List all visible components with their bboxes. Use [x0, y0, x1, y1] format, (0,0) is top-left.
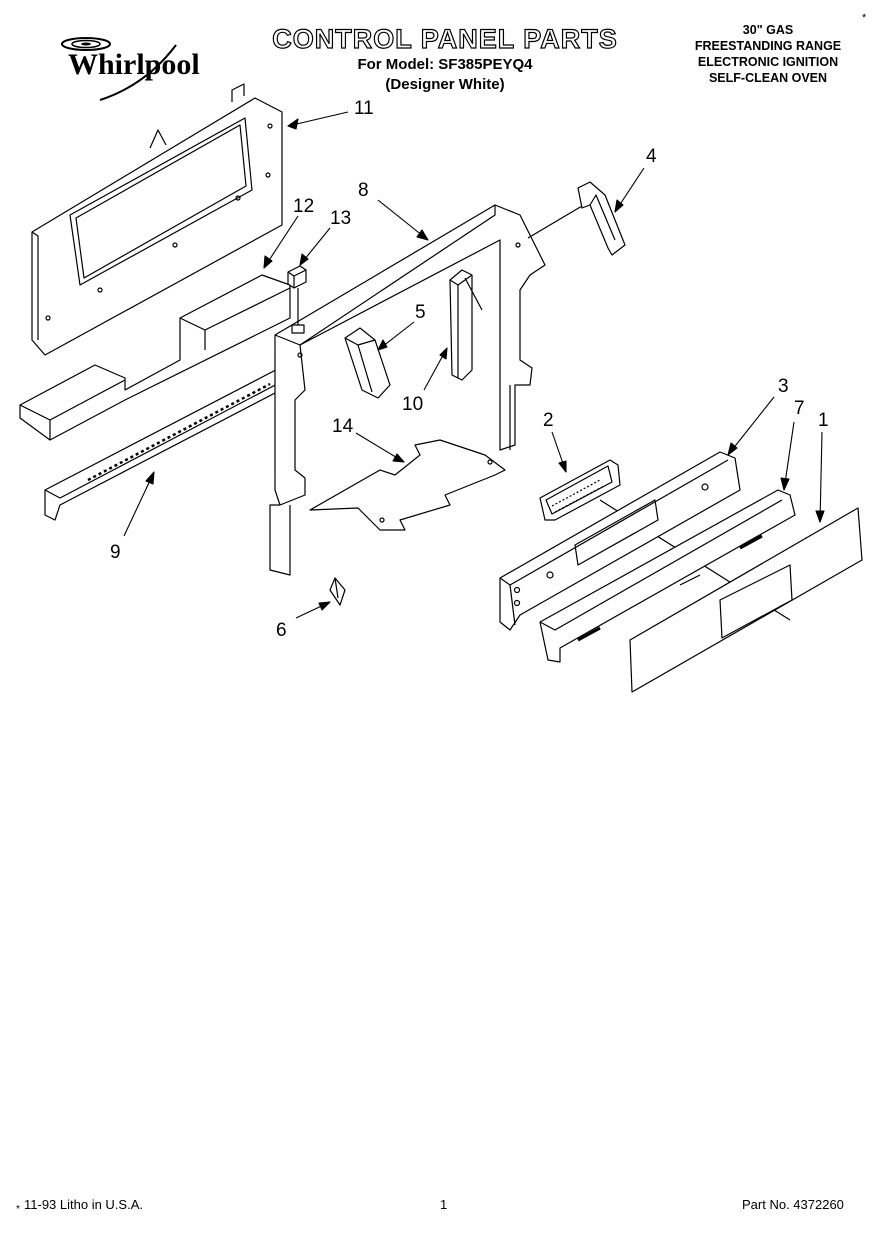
callout-3: 3 [778, 376, 789, 397]
callout-10: 10 [402, 394, 424, 415]
callout-6: 6 [276, 620, 287, 641]
part-number: Part No. 4372260 [742, 1197, 844, 1212]
callout-13: 13 [330, 208, 352, 229]
page-number: 1 [440, 1197, 448, 1212]
part-10-vertical-channel [450, 270, 482, 380]
litho-line: 11-93 Litho in U.S.A. [24, 1197, 143, 1212]
part-6-clip [330, 578, 345, 605]
callout-9: 9 [110, 542, 121, 563]
part-12-channel [20, 275, 290, 440]
callout-12: 12 [293, 196, 315, 217]
part-4-end-cap [528, 182, 625, 255]
part-8-back-frame [270, 205, 545, 575]
spec-line-2: FREESTANDING RANGE [694, 39, 842, 53]
logo-swirl-icon [61, 37, 177, 101]
whirlpool-logo: Whirlpool [56, 30, 216, 110]
callout-8: 8 [358, 180, 369, 201]
litho-mark: * [16, 1204, 20, 1215]
brand-name: Whirlpool [68, 48, 200, 81]
corner-mark: * [862, 12, 867, 24]
spec-line-1: 30" GAS [742, 23, 794, 37]
page-title: CONTROL PANEL PARTS [272, 23, 618, 54]
callout-2: 2 [543, 410, 554, 431]
callout-14: 14 [332, 416, 354, 437]
part-1-overlay-panel [630, 508, 862, 692]
leader-arrows [124, 112, 824, 618]
callout-1: 1 [818, 410, 829, 431]
part-5-foam-block [345, 328, 390, 398]
spec-line-3: ELECTRONIC IGNITION [697, 55, 839, 69]
part-3-panel-housing [500, 452, 740, 630]
callout-7: 7 [794, 398, 805, 419]
part-11-window-panel [32, 84, 282, 355]
variant-line: (Designer White) [385, 76, 505, 93]
part-13-switch [288, 266, 306, 325]
callout-11: 11 [354, 98, 374, 119]
callout-4: 4 [646, 146, 657, 167]
callout-5: 5 [415, 302, 426, 323]
spec-line-4: SELF-CLEAN OVEN [708, 71, 828, 85]
model-line: For Model: SF385PEYQ4 [357, 56, 533, 73]
part-7-support-rail [540, 490, 795, 662]
part-14-mounting-bracket [310, 440, 505, 530]
